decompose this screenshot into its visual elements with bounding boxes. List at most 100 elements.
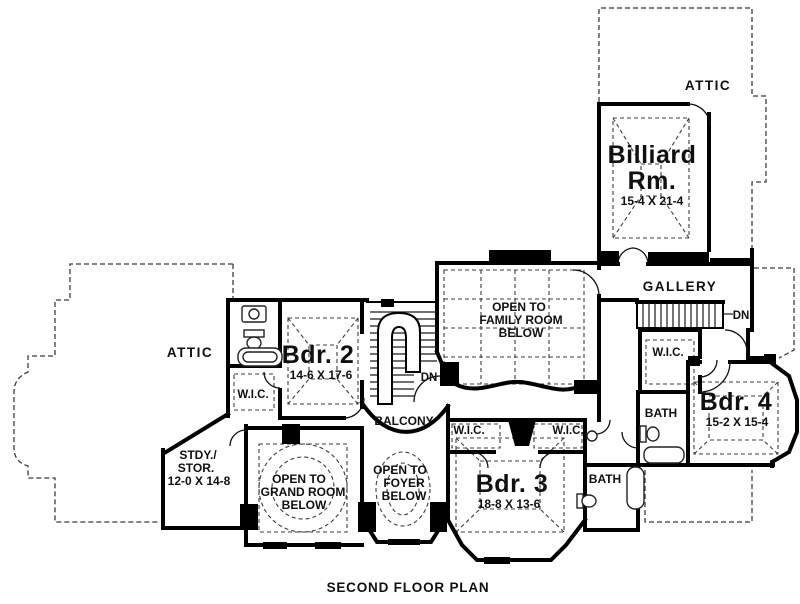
bdr3-dims: 18-8 X 13-6 <box>478 497 541 511</box>
attic-right-label: ATTIC <box>685 78 731 93</box>
toilet-tank <box>243 329 265 338</box>
stair-treads <box>642 303 716 327</box>
wall-mass <box>574 380 598 394</box>
wic-left-label: W.I.C. <box>237 389 268 401</box>
billiard-tray-outer <box>612 117 690 239</box>
billiard-name-line1: Billiard <box>608 141 697 169</box>
stair-frame <box>636 301 724 329</box>
window-sill <box>484 557 510 564</box>
open-grand-line1: OPEN TO <box>272 472 326 486</box>
bdr3-tray-outer <box>455 437 565 533</box>
bdr2-dims: 14-6 X 17-6 <box>290 368 353 382</box>
wic-bdr3-right-dashed <box>533 423 583 449</box>
open-foyer-line3: BELOW <box>382 489 427 503</box>
wall-mass <box>358 502 376 532</box>
wic-left-dashed <box>233 373 275 411</box>
bdr2-tray-outer <box>287 317 359 405</box>
wall-masses <box>240 250 776 564</box>
wic-bdr3-right-label: W.I.C. <box>552 425 583 437</box>
bath-right-label: BATH <box>645 406 677 420</box>
toilet-bowl <box>581 494 597 508</box>
stair-rail-switchback <box>377 311 421 405</box>
wall-mass <box>282 424 300 444</box>
ceiling-details <box>233 117 779 533</box>
door-arc <box>621 431 639 449</box>
sink-bowl <box>586 430 598 442</box>
window-sill <box>388 539 420 545</box>
bdr4-dims: 15-2 X 15-4 <box>706 415 769 429</box>
wall-right-outer <box>746 248 772 360</box>
open-foyer-line1: OPEN TO <box>373 463 427 477</box>
toilet-bowl <box>646 426 660 442</box>
door-arcs <box>229 103 731 469</box>
grand-room-square <box>258 443 348 533</box>
open-family-line1: OPEN TO <box>492 300 546 314</box>
wall-mass <box>764 354 776 364</box>
double-door-arc <box>617 247 649 265</box>
bath-mid-label: BATH <box>589 472 621 486</box>
wic-bdr3-left-label: W.I.C. <box>453 425 484 437</box>
dn-right-label: DN <box>733 310 750 322</box>
bdr3-name: Bdr. 3 <box>476 470 548 498</box>
grand-room-circle-outer <box>258 443 348 533</box>
bdr2-name: Bdr. 2 <box>282 341 354 369</box>
door-arc <box>724 329 748 353</box>
door-arc <box>413 375 441 403</box>
door-arc <box>699 359 718 378</box>
window-sill <box>263 542 287 549</box>
wall-family-open-curve <box>452 379 585 392</box>
bdr4-name: Bdr. 4 <box>700 388 772 416</box>
wall-bdr3-bay <box>445 517 588 562</box>
door-arc <box>595 419 611 435</box>
toilet-bowl <box>246 336 262 350</box>
bathtub <box>643 446 685 464</box>
wic-right-label: W.I.C. <box>652 347 683 359</box>
fixtures <box>237 305 685 510</box>
attic-left-label: ATTIC <box>167 345 213 360</box>
porch-below-outline <box>644 470 753 523</box>
wall-billiard <box>597 102 711 270</box>
balcony-label: BALCONY <box>374 414 433 428</box>
study-dims: 12-0 X 14-8 <box>168 474 231 488</box>
wall-wic-right <box>638 328 702 394</box>
billiard-dims: 15-4 X 21-4 <box>621 194 684 208</box>
attic-dashed-outlines <box>13 7 795 523</box>
attic-right-outline <box>598 7 767 248</box>
wall-study-diagonal <box>163 411 231 455</box>
open-family-line3: BELOW <box>499 326 544 340</box>
wall-mass <box>648 252 709 265</box>
bdr2-tray-inner <box>308 344 338 380</box>
attic-left-outline <box>13 263 233 523</box>
gallery-label: GALLERY <box>643 279 718 294</box>
bathtub <box>626 466 645 510</box>
bathtub-inner <box>242 351 278 363</box>
bdr3-tray-diagonals <box>455 437 565 533</box>
wall-mass <box>381 299 394 307</box>
plan-title: SECOND FLOOR PLAN <box>327 580 490 595</box>
study-name-line1: STDY./ <box>179 448 217 462</box>
study-name-line2: STOR. <box>178 461 214 475</box>
wall-bath-right <box>636 390 690 467</box>
curved-stair <box>370 311 441 405</box>
wall-mass <box>508 420 536 446</box>
wall <box>161 448 248 530</box>
door-arc <box>343 397 365 419</box>
billiard-name-line2: Rm. <box>628 167 677 195</box>
wic-bdr3-left-dashed <box>451 423 501 449</box>
dn-left-label: DN <box>421 372 438 384</box>
family-room-grid-lines <box>444 270 584 384</box>
wall-mass <box>599 251 619 265</box>
open-grand-line3: BELOW <box>282 498 327 512</box>
wall-mass <box>430 502 447 532</box>
door-arc <box>699 361 731 393</box>
wall-mass <box>440 362 459 386</box>
wall-mass <box>710 258 754 266</box>
bdr3-tray-inner <box>479 460 541 510</box>
door-arc <box>572 269 600 297</box>
door-arc <box>263 371 281 389</box>
open-family-line2: FAMILY ROOM <box>479 313 562 327</box>
window-sill <box>315 542 341 549</box>
bdr2-tray-diagonals <box>287 317 359 405</box>
